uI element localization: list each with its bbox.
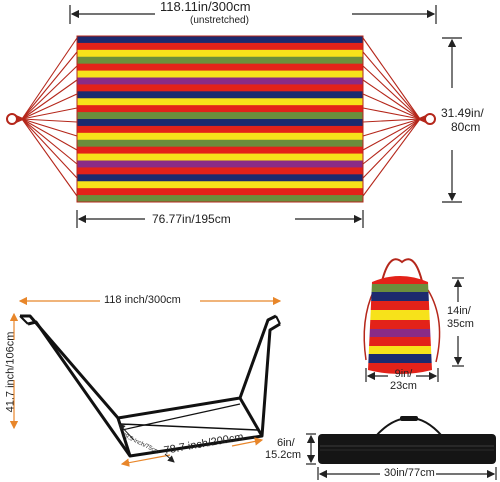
hammock-stripe [77, 77, 363, 85]
stand-height-label: 41.7 inch/106cm [4, 331, 17, 413]
bag-height-label-line2: 35cm [447, 318, 474, 330]
bag-width-dimension [365, 368, 439, 382]
hammock-width-dimension [442, 37, 462, 203]
hammock-stripe [77, 56, 363, 65]
hammock-stripe [77, 84, 363, 92]
hammock-stripe [77, 188, 363, 196]
hammock-stripe [77, 167, 363, 175]
hammock-stripe [77, 195, 363, 203]
hammock-bed-edge [76, 35, 364, 203]
hammock-bed [76, 35, 364, 203]
stand-base-dimension [120, 437, 264, 467]
hammock-stripe [77, 112, 363, 120]
hammock-ropes-right [362, 37, 436, 197]
bag-height-dimension [452, 277, 464, 367]
hammock-stripe [77, 63, 363, 72]
case-length-label: 30in/77cm [384, 467, 435, 479]
hammock-stripe [77, 70, 363, 78]
hammock-stripe [77, 91, 363, 99]
stand-inner-dimension [118, 423, 175, 463]
hammock-stripe [77, 160, 363, 168]
hammock-stripe [77, 153, 363, 161]
case-height-dimension [306, 433, 316, 465]
hammock-bed-length-label: 76.77in/195cm [152, 212, 231, 226]
bag-width-label-line1: 9in/ [394, 368, 413, 380]
bag-width-label-line2: 23cm [390, 380, 417, 392]
case-height-label: 6in/ 15.2cm [265, 437, 301, 461]
case-height-label-line1: 6in/ [277, 437, 295, 449]
hammock-stripe [77, 119, 363, 127]
hammock-width-label-line1: 31.49in/ [441, 106, 484, 120]
hammock-stripe [77, 36, 363, 44]
case-height-label-line2: 15.2cm [265, 449, 302, 461]
stand-length-label: 118 inch/300cm [104, 294, 181, 306]
hammock-width-label: 31.49in/ 80cm [441, 106, 484, 134]
hammock-stripe [77, 98, 363, 106]
hammock-stripe [77, 125, 363, 134]
bag-width-label: 9in/ 23cm [390, 368, 417, 392]
bag-height-label: 14in/ 35cm [447, 305, 474, 331]
hammock-stand-frame [19, 314, 281, 458]
hammock-length-label: 118.11in/300cm [160, 0, 251, 14]
hammock-length-dimension [69, 5, 437, 24]
hammock-stripe [77, 146, 363, 155]
storage-case [318, 416, 496, 464]
hammock-stripe [77, 42, 363, 51]
hammock-width-label-line2: 80cm [451, 120, 481, 134]
case-length-dimension [317, 467, 497, 480]
hammock-stripe [77, 181, 363, 189]
carry-bag [363, 258, 441, 374]
hammock-ropes-left [6, 37, 78, 197]
hammock-stripe [77, 139, 363, 148]
hammock-stripe [77, 49, 363, 58]
hammock-stripe [77, 132, 363, 141]
hammock-stripe [77, 105, 363, 113]
hammock-length-note: (unstretched) [190, 15, 249, 26]
hammock-stripe [77, 174, 363, 182]
bag-height-label-line1: 14in/ [447, 305, 471, 317]
hammock-bed-length-dimension [76, 210, 364, 228]
